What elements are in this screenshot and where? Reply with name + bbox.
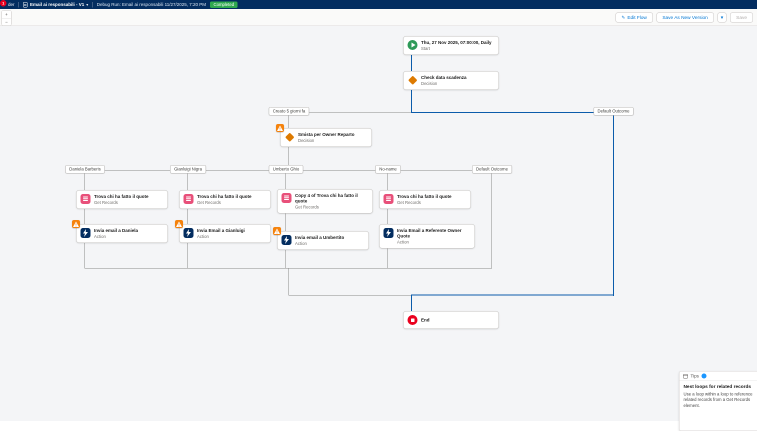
node-subtitle: Get Records bbox=[397, 200, 452, 205]
node-subtitle: Get Records bbox=[94, 200, 149, 205]
node-subtitle: Get Records bbox=[197, 200, 252, 205]
action-icon bbox=[384, 228, 394, 238]
status-badge: Completed bbox=[210, 1, 238, 8]
tips-panel-body: Nest loops for related records Use a loo… bbox=[680, 381, 757, 412]
chevron-down-icon: ▾ bbox=[721, 15, 723, 21]
outcome-label-default-outcome-2[interactable]: Default Outcome bbox=[472, 165, 512, 174]
decision-node-smista-per-owner-reparto[interactable]: Smista per Owner Reparto Decision bbox=[280, 128, 372, 147]
info-circle-icon[interactable] bbox=[701, 374, 706, 379]
divider bbox=[19, 2, 20, 8]
decision-node-check-data-scadenza[interactable]: Check data scadenza Decision bbox=[403, 71, 499, 90]
start-node-subtitle: Start bbox=[421, 46, 492, 51]
node-subtitle: Action bbox=[94, 234, 138, 239]
action-node-invia-email-a-umbertito[interactable]: Invia email a Umbertito Action bbox=[277, 231, 369, 250]
notification-badge: 1 bbox=[0, 0, 7, 7]
get-records-node-4[interactable]: Trova chi ha fatto il quote Get Records bbox=[379, 190, 471, 209]
outcome-label-no-name[interactable]: No-name bbox=[375, 165, 400, 174]
tips-header-label: Tips bbox=[691, 374, 699, 379]
tips-panel-header: Tips bbox=[680, 372, 757, 382]
action-icon bbox=[81, 228, 91, 238]
edit-flow-label: Edit Flow bbox=[627, 15, 647, 21]
node-subtitle: Action bbox=[295, 241, 344, 246]
app-name-fragment: der bbox=[8, 2, 15, 7]
action-node-invia-email-a-daniela[interactable]: Invia email a Daniela Action bbox=[76, 224, 168, 243]
outcome-label-creato-5-giorni-fa[interactable]: Creato 5 giorni fa bbox=[269, 107, 310, 116]
node-subtitle: Get Records bbox=[295, 205, 369, 210]
node-title: Trova chi ha fatto il quote bbox=[94, 194, 149, 199]
warning-icon[interactable] bbox=[276, 124, 284, 132]
connector-line bbox=[289, 295, 413, 296]
start-icon bbox=[408, 40, 418, 50]
edit-flow-button[interactable]: ✎ Edit Flow bbox=[616, 13, 653, 23]
get-records-node-2[interactable]: Trova chi ha fatto il quote Get Records bbox=[179, 190, 271, 209]
debug-path-line bbox=[412, 295, 615, 296]
warning-icon[interactable] bbox=[273, 227, 281, 235]
save-as-new-version-button[interactable]: Save As New Version bbox=[656, 13, 713, 23]
save-options-dropdown-button[interactable]: ▾ bbox=[717, 13, 726, 23]
panel-icon bbox=[683, 374, 688, 379]
start-node-title: Thu, 27 Nov 2025, 07:00:00, Daily bbox=[421, 40, 492, 45]
toolbar-actions: ✎ Edit Flow Save As New Version ▾ Save bbox=[616, 13, 753, 23]
node-title: Invia Email a Referente Owner Quote bbox=[397, 228, 471, 239]
outcome-label-default-outcome-1[interactable]: Default Outcome bbox=[594, 107, 634, 116]
pencil-icon: ✎ bbox=[622, 15, 626, 21]
debug-run-label: Debug Run: Email ai responsabili 11/27/2… bbox=[97, 2, 206, 7]
get-records-node-1[interactable]: Trova chi ha fatto il quote Get Records bbox=[76, 190, 168, 209]
node-subtitle: Decision bbox=[298, 138, 355, 143]
node-subtitle: Action bbox=[197, 234, 245, 239]
connector-line bbox=[85, 171, 86, 269]
flow-title[interactable]: Email ai responsabili - V1 bbox=[30, 2, 84, 7]
node-subtitle: Decision bbox=[421, 81, 467, 86]
debug-path-line bbox=[613, 112, 614, 296]
node-title: Check data scadenza bbox=[421, 75, 467, 80]
node-title: Invia email a Daniela bbox=[94, 228, 138, 233]
warning-icon[interactable] bbox=[175, 220, 183, 228]
canvas-tool-group: + − bbox=[2, 10, 12, 26]
action-node-invia-email-a-gianluigi[interactable]: Invia Email a Gianluigi Action bbox=[179, 224, 271, 243]
node-title: Copy 4 of Trova chi ha fatto il quote bbox=[295, 193, 369, 204]
outcome-label-daniela-barberis[interactable]: Daniela Barberis bbox=[65, 165, 104, 174]
end-node[interactable]: End bbox=[403, 311, 499, 329]
outcome-label-umberto-ghio[interactable]: Umberto Ghio bbox=[269, 165, 303, 174]
zoom-out-button[interactable]: − bbox=[2, 18, 11, 26]
zoom-in-button[interactable]: + bbox=[2, 11, 11, 19]
warning-icon[interactable] bbox=[72, 220, 80, 228]
tips-title: Nest loops for related records bbox=[684, 384, 756, 390]
tips-panel: Tips Nest loops for related records Use … bbox=[679, 371, 757, 431]
action-icon bbox=[184, 228, 194, 238]
connector-line bbox=[188, 171, 189, 269]
action-node-invia-email-a-referente-owner-quote[interactable]: Invia Email a Referente Owner Quote Acti… bbox=[379, 224, 475, 248]
decision-icon bbox=[285, 132, 295, 142]
connector-line bbox=[286, 171, 287, 269]
get-records-icon bbox=[184, 194, 194, 204]
flow-builder-window: 1 der Email ai responsabili - V1 ▾ Debug… bbox=[0, 0, 757, 421]
connector-line bbox=[388, 171, 389, 269]
debug-path-line bbox=[412, 112, 615, 113]
action-icon bbox=[282, 235, 292, 245]
node-title: Trova chi ha fatto il quote bbox=[397, 194, 452, 199]
get-records-icon bbox=[81, 194, 91, 204]
get-records-icon bbox=[384, 194, 394, 204]
node-title: Smista per Owner Reparto bbox=[298, 132, 355, 137]
decision-icon bbox=[408, 75, 418, 85]
node-subtitle: Action bbox=[397, 240, 471, 245]
node-title: Invia email a Umbertito bbox=[295, 235, 344, 240]
divider bbox=[92, 2, 93, 8]
get-records-icon bbox=[282, 193, 292, 203]
chevron-down-icon[interactable]: ▾ bbox=[86, 2, 88, 7]
node-title: Trova chi ha fatto il quote bbox=[197, 194, 252, 199]
header-bar: der Email ai responsabili - V1 ▾ Debug R… bbox=[0, 0, 757, 9]
get-records-node-3[interactable]: Copy 4 of Trova chi ha fatto il quote Ge… bbox=[277, 189, 373, 213]
end-node-title: End bbox=[421, 317, 430, 322]
toolbar: + − ✎ Edit Flow Save As New Version ▾ Sa… bbox=[0, 9, 757, 26]
tips-text: Use a loop within a loop to reference re… bbox=[684, 392, 756, 409]
connector-line bbox=[492, 171, 493, 269]
end-icon bbox=[408, 315, 418, 325]
save-button[interactable]: Save bbox=[730, 13, 753, 23]
start-node[interactable]: Thu, 27 Nov 2025, 07:00:00, Daily Start bbox=[403, 36, 499, 55]
connector-line bbox=[289, 269, 290, 296]
node-title: Invia Email a Gianluigi bbox=[197, 228, 245, 233]
flow-document-icon bbox=[23, 2, 28, 8]
outcome-label-gianluigi-nigra[interactable]: Gianluigi Nigra bbox=[170, 165, 206, 174]
